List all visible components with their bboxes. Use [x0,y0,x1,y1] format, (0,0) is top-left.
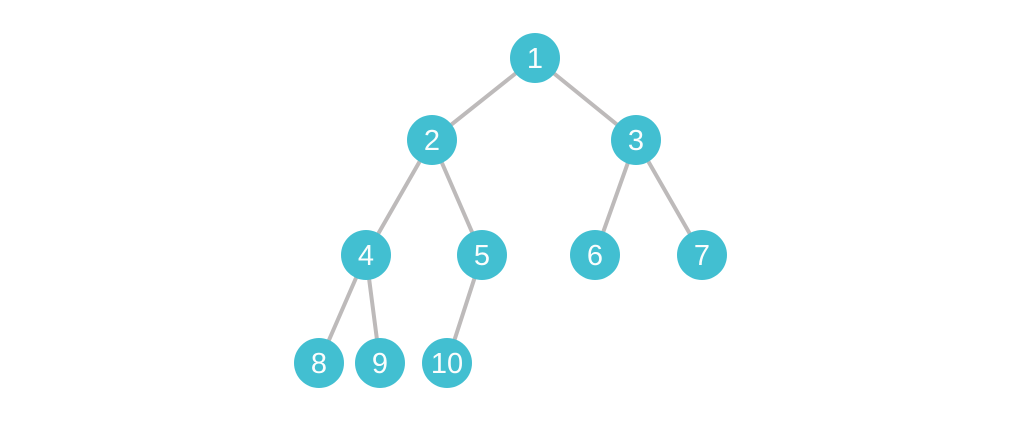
tree-node-circle[interactable] [510,33,560,83]
tree-node-circle[interactable] [294,338,344,388]
tree-node-7[interactable]: 7 [677,230,727,280]
tree-node-8[interactable]: 8 [294,338,344,388]
tree-node-4[interactable]: 4 [341,230,391,280]
tree-node-6[interactable]: 6 [570,230,620,280]
tree-node-circle[interactable] [355,338,405,388]
tree-node-circle[interactable] [570,230,620,280]
tree-node-5[interactable]: 5 [457,230,507,280]
tree-node-circle[interactable] [611,115,661,165]
tree-node-circle[interactable] [422,338,472,388]
tree-node-1[interactable]: 1 [510,33,560,83]
tree-edges-layer [317,56,704,365]
tree-node-circle[interactable] [457,230,507,280]
tree-node-circle[interactable] [677,230,727,280]
tree-node-circle[interactable] [341,230,391,280]
tree-node-circle[interactable] [407,115,457,165]
tree-node-3[interactable]: 3 [611,115,661,165]
tree-node-10[interactable]: 10 [422,338,472,388]
tree-node-9[interactable]: 9 [355,338,405,388]
tree-node-2[interactable]: 2 [407,115,457,165]
